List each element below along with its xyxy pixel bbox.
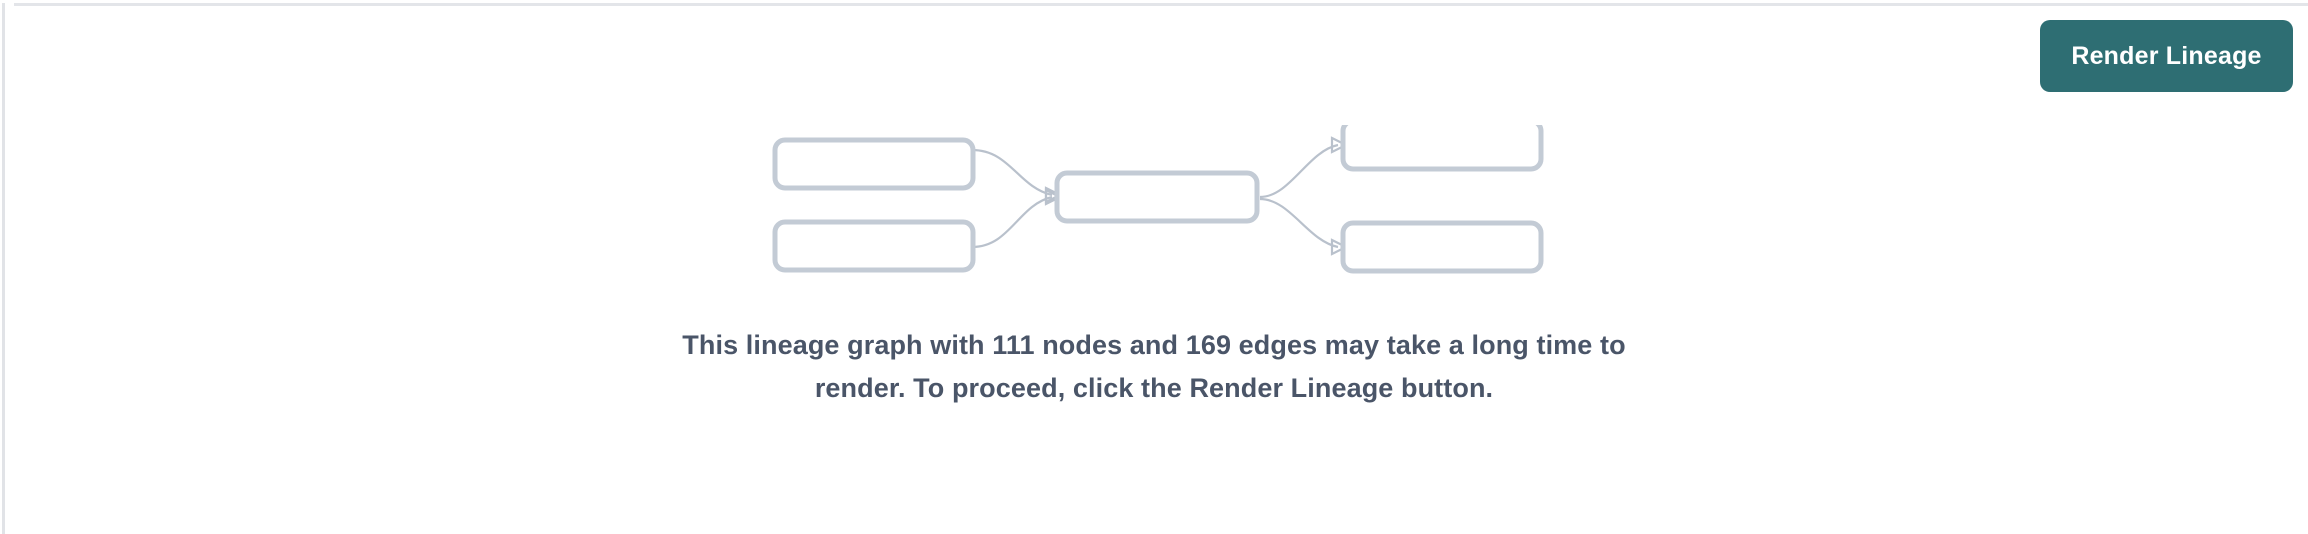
edge-left-bottom-to-center — [971, 188, 1063, 249]
placeholder-node-left-top — [772, 137, 976, 191]
lineage-warning-message: This lineage graph with 111 nodes and 16… — [682, 330, 1626, 403]
placeholder-node-left-bottom — [772, 219, 976, 273]
render-lineage-button[interactable]: Render Lineage — [2040, 20, 2293, 92]
edge-center-to-right-bottom — [1259, 197, 1349, 256]
edge-center-to-right-top — [1259, 136, 1349, 199]
edge-left-top-to-center — [971, 148, 1063, 204]
placeholder-node-right-bottom — [1340, 220, 1544, 274]
placeholder-node-right-top — [1340, 125, 1544, 172]
panel-left-divider — [2, 3, 5, 534]
panel-top-divider — [14, 3, 2308, 6]
placeholder-node-center — [1054, 170, 1260, 224]
